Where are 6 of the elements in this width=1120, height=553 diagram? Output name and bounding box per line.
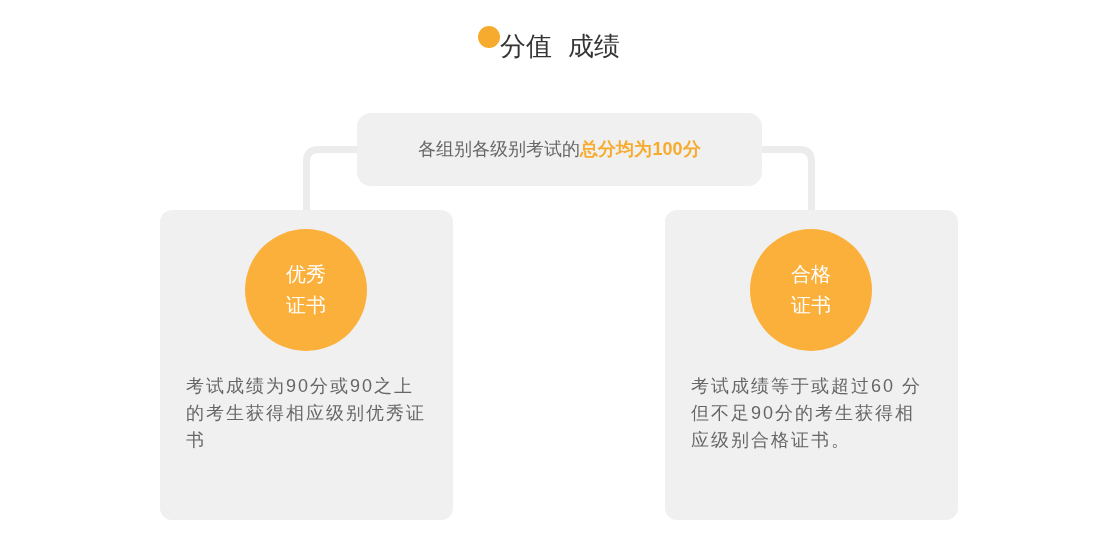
description-text: 考试成绩等于或超过60 分但不足90分的考生获得相应级别合格证书。: [691, 375, 924, 452]
description-text: 考试成绩为90分或90之上的考生获得相应级别优秀证书: [186, 375, 427, 452]
certificate-card: [665, 210, 958, 520]
title: 分值 成绩: [500, 30, 620, 63]
summary-box: 各组别各级别考试的总分均为100分: [357, 113, 762, 186]
certificate-card: [160, 210, 453, 520]
